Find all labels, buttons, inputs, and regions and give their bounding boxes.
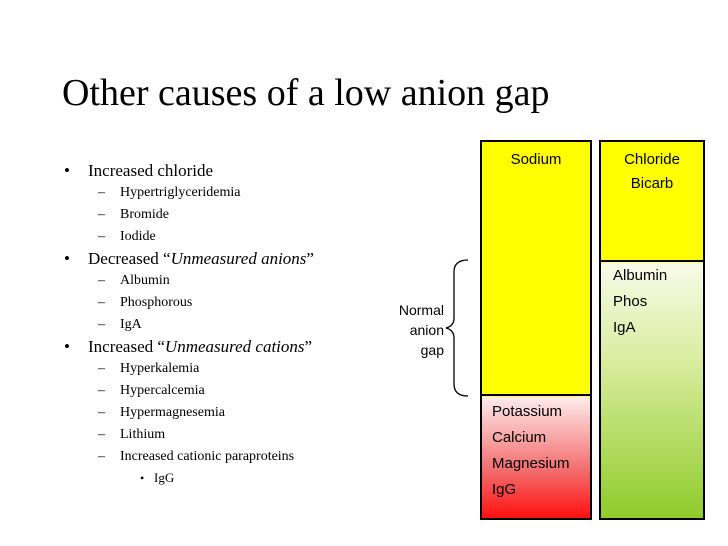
chloride-column: Chloride Bicarb Albumin Phos IgA <box>599 140 705 520</box>
sub-item: –Hypermagnesemia <box>62 402 382 424</box>
dash-icon: – <box>98 273 105 288</box>
sub-sub-item-text: IgG <box>154 470 175 485</box>
cation-item: Potassium <box>492 403 563 420</box>
sub-item: –Albumin <box>62 270 382 292</box>
normal-anion-gap-label: Normal anion gap <box>380 300 444 360</box>
sub-item-text: Iodide <box>120 229 156 244</box>
sub-item: –IgA <box>62 314 382 336</box>
bullet-text-suffix: ” <box>304 337 313 356</box>
sub-item-text: Lithium <box>120 427 166 442</box>
dash-icon: – <box>98 295 105 310</box>
sub-item-text: Bromide <box>120 207 169 222</box>
sub-item: –Phosphorous <box>62 292 382 314</box>
bullet-text-emphasis: Unmeasured anions <box>170 249 307 268</box>
sub-item: –Lithium <box>62 424 382 446</box>
bracket-label-line: gap <box>420 342 444 358</box>
anion-item: Albumin <box>613 267 668 284</box>
dash-icon: – <box>98 383 105 398</box>
sub-item-text: Hypercalcemia <box>120 383 205 398</box>
bullet-text: Increased chloride <box>88 161 214 180</box>
bracket-label-line: Normal <box>398 302 444 318</box>
anion-gap-bracket <box>445 259 469 397</box>
sub-item: –Iodide <box>62 226 382 248</box>
bullet-list: • Increased chloride –Hypertriglyceridem… <box>62 160 382 488</box>
bullet-text-prefix: Increased “ <box>88 337 165 356</box>
bullet-dot-icon: • <box>64 249 70 268</box>
sub-item-text: Increased cationic paraproteins <box>120 449 295 464</box>
dash-icon: – <box>98 185 105 200</box>
sub-item-text: Hypermagnesemia <box>120 405 225 420</box>
sodium-column: Sodium Potassium Calcium Magnesium IgG <box>480 140 592 520</box>
dash-icon: – <box>98 229 105 244</box>
bullet-increased-chloride: • Increased chloride <box>62 160 382 182</box>
sub-item-text: IgA <box>120 317 142 332</box>
cation-item: IgG <box>492 481 517 498</box>
bullet-text-suffix: ” <box>306 249 314 268</box>
dash-icon: – <box>98 427 105 442</box>
cation-item: Calcium <box>492 429 547 446</box>
sodium-label: Sodium <box>510 151 562 168</box>
sub-item-text: Albumin <box>120 273 170 288</box>
chloride-divider <box>601 260 703 262</box>
bullet-decreased-unmeasured-anions: • Decreased “Unmeasured anions” <box>62 248 382 270</box>
sub-item-text: Hyperkalemia <box>120 361 200 376</box>
bracket-label-line: anion <box>409 322 444 338</box>
dash-icon: – <box>98 449 105 464</box>
dash-icon: – <box>98 405 105 420</box>
bullet-dot-icon: • <box>64 161 70 180</box>
dash-icon: – <box>98 317 105 332</box>
bullet-text-emphasis: Unmeasured cations <box>164 337 305 356</box>
bullet-text-prefix: Decreased “ <box>88 249 171 268</box>
anion-item: Phos <box>613 293 648 310</box>
sub-item: –Hyperkalemia <box>62 358 382 380</box>
bracket-path <box>445 259 469 397</box>
sub-item: –Bromide <box>62 204 382 226</box>
anion-item: IgA <box>613 319 636 336</box>
cation-item: Magnesium <box>492 455 570 472</box>
bicarb-label: Bicarb <box>630 175 674 192</box>
dash-icon: – <box>98 207 105 222</box>
sub-item-text: Hypertriglyceridemia <box>120 185 241 200</box>
sub-item: –Hypertriglyceridemia <box>62 182 382 204</box>
sub-item: –Hypercalcemia <box>62 380 382 402</box>
bullet-dot-icon: • <box>64 337 70 356</box>
bullet-increased-unmeasured-cations: • Increased “Unmeasured cations” <box>62 336 382 358</box>
sodium-divider <box>482 394 590 396</box>
bullet-dot-icon: • <box>140 471 145 485</box>
dash-icon: – <box>98 361 105 376</box>
sub-sub-item: • IgG <box>62 468 382 488</box>
sub-item: –Increased cationic paraproteins <box>62 446 382 468</box>
slide-title: Other causes of a low anion gap <box>62 72 550 114</box>
chloride-label: Chloride <box>624 151 680 168</box>
sub-item-text: Phosphorous <box>120 295 193 310</box>
